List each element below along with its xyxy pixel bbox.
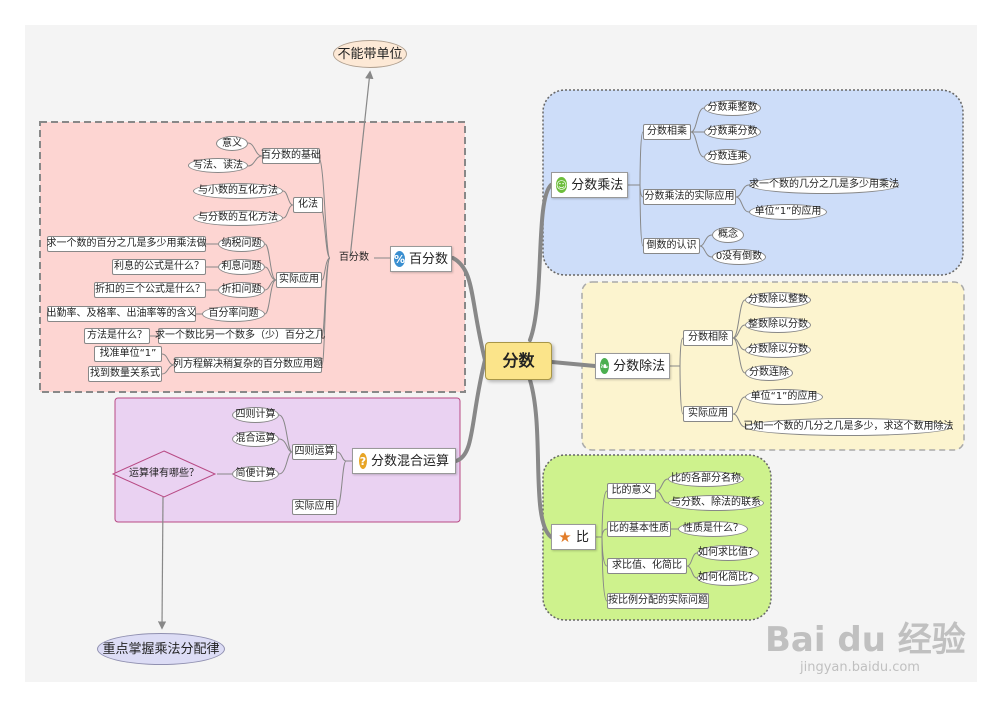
mult-fraction[interactable]: 分数乘分数 (704, 124, 761, 140)
div-chain[interactable]: 分数连除 (745, 365, 793, 381)
percent-basics[interactable]: 百分数的基础 (261, 148, 321, 164)
ratio-value-question[interactable]: 如何求比值？ (697, 545, 759, 561)
frac-div-fraction[interactable]: 分数除以分数 (745, 342, 811, 358)
ratio-main-label: 比 (575, 529, 589, 545)
multiply-main-label: 分数乘法 (571, 177, 624, 193)
tax-question[interactable]: 求一个数的百分之几是多少用乘法做 (47, 236, 207, 252)
laws-diamond (111, 450, 217, 498)
more-less-percent[interactable]: 求一个数比另一个数多（少）百分之几 (155, 328, 325, 344)
ratio-simplify[interactable]: 求比值、化简比 (607, 558, 687, 574)
distributive-arrow (157, 496, 167, 630)
reciprocal-concept[interactable]: 概念 (712, 227, 744, 243)
percent-sub-label[interactable]: 百分数 (339, 252, 369, 263)
smiley-icon: ☺ (555, 177, 568, 193)
interest-question[interactable]: 利息的公式是什么？ (112, 259, 206, 275)
int-div-fraction[interactable]: 整数除以分数 (745, 317, 811, 333)
ratio-property-question[interactable]: 性质是什么？ (678, 521, 748, 537)
no-unit-arrow (349, 70, 374, 259)
mixed-applied[interactable]: 实际应用 (292, 499, 337, 515)
star-icon: ★ (558, 527, 572, 546)
multiply-applied[interactable]: 分数乘法的实际应用 (643, 189, 736, 205)
ratio-meaning[interactable]: 比的意义 (607, 483, 656, 499)
four-calc[interactable]: 四则计算 (232, 407, 279, 423)
percent-main-topic[interactable]: % 百分数 (390, 246, 452, 272)
div-integer[interactable]: 分数除以整数 (745, 292, 811, 308)
convert-fraction[interactable]: 与分数的互化方法 (193, 210, 283, 226)
fraction-divide[interactable]: 分数相除 (683, 330, 733, 346)
question-icon: ? (359, 453, 367, 469)
simple-calc[interactable]: 简便计算 (232, 466, 279, 482)
no-unit-callout[interactable]: 不能带单位 (333, 40, 407, 68)
mult-integer[interactable]: 分数乘整数 (704, 100, 761, 116)
convert-decimal[interactable]: 与小数的互化方法 (193, 183, 283, 199)
mixed-main-topic[interactable]: ? 分数混合运算 (352, 448, 456, 474)
leaf-icon: ❧ (599, 358, 610, 374)
method-question[interactable]: 方法是什么？ (84, 328, 150, 344)
equation-problems[interactable]: 列方程解决稍复杂的百分数应用题 (173, 357, 323, 373)
four-operations[interactable]: 四则运算 (292, 444, 337, 460)
percent-meaning[interactable]: 意义 (216, 136, 248, 151)
find-unit-one[interactable]: 找准单位“1” (94, 346, 162, 362)
multiply-applied-1[interactable]: 求一个数的几分之几是多少用乘法 (749, 176, 899, 194)
zero-no-reciprocal[interactable]: 0没有倒数 (712, 249, 766, 265)
main-branches (451, 183, 597, 539)
percent-applied[interactable]: 实际应用 (276, 272, 322, 288)
percent-main-label: 百分数 (409, 251, 449, 267)
divide-main-label: 分数除法 (613, 358, 666, 374)
laws-question[interactable]: 运算律有哪些？ (129, 468, 199, 479)
divide-main-topic[interactable]: ❧ 分数除法 (595, 353, 670, 379)
rate-question[interactable]: 出勤率、及格率、出油率等的含义 (47, 306, 197, 322)
divide-applied-1[interactable]: 单位“1”的应用 (745, 389, 823, 405)
divide-applied-2[interactable]: 已知一个数的几分之几是多少，求这个数用除法 (744, 418, 954, 436)
reciprocal[interactable]: 倒数的认识 (643, 238, 700, 254)
mixed-main-label: 分数混合运算 (370, 453, 449, 469)
fraction-multiply[interactable]: 分数相乘 (643, 124, 691, 140)
percent-readwrite[interactable]: 写法、读法 (188, 158, 248, 173)
mult-chain[interactable]: 分数连乘 (704, 149, 751, 165)
divide-applied[interactable]: 实际应用 (683, 406, 733, 422)
ratio-parts[interactable]: 比的各部分名称 (668, 471, 744, 487)
multiply-applied-2[interactable]: 单位“1”的应用 (749, 204, 827, 220)
ratio-property[interactable]: 比的基本性质 (607, 521, 671, 537)
rate-problem[interactable]: 百分率问题 (202, 306, 265, 322)
multiply-main-topic[interactable]: ☺ 分数乘法 (551, 172, 628, 198)
ratio-main-topic[interactable]: ★ 比 (551, 524, 596, 550)
tax-problem[interactable]: 纳税问题 (218, 236, 265, 252)
baidu-watermark-url: jingyan.baidu.com (800, 660, 920, 675)
ratio-relation[interactable]: 与分数、除法的联系 (668, 495, 764, 511)
discount-problem[interactable]: 折扣问题 (218, 282, 265, 298)
percent-convert[interactable]: 化法 (293, 197, 323, 213)
distributive-callout[interactable]: 重点掌握乘法分配律 (97, 633, 225, 665)
discount-question[interactable]: 折扣的三个公式是什么？ (94, 282, 206, 298)
ratio-allocation[interactable]: 按比例分配的实际问题 (607, 593, 709, 609)
interest-problem[interactable]: 利息问题 (218, 259, 265, 275)
center-topic[interactable]: 分数 (485, 342, 552, 380)
mixed-calc[interactable]: 混合运算 (232, 431, 279, 447)
percent-icon: % (393, 251, 406, 267)
baidu-watermark: Bai du 经验 (765, 620, 966, 660)
ratio-simplify-question[interactable]: 如何化简比？ (697, 570, 759, 586)
find-relation[interactable]: 找到数量关系式 (88, 366, 162, 382)
